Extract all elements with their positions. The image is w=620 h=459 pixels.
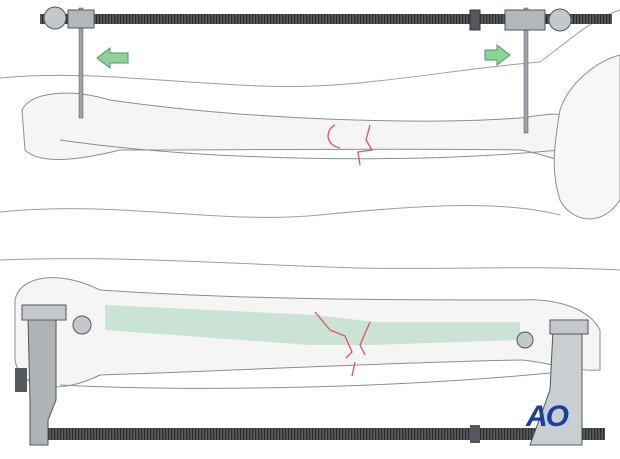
arrow-left-icon <box>96 46 129 70</box>
leg-outline-lower <box>0 258 620 271</box>
right-clamp-knob-bottom[interactable] <box>516 331 534 349</box>
right-pin-top <box>523 7 529 134</box>
fibula-bottom <box>59 371 561 389</box>
right-clamp-knob-top[interactable] <box>548 8 572 32</box>
leg-outline-bottom <box>0 205 561 218</box>
right-nut-top <box>469 9 481 31</box>
left-clamp-knob-top[interactable] <box>43 6 67 30</box>
right-clamp-top[interactable] <box>504 9 546 31</box>
right-clamp-head-bottom[interactable] <box>549 319 589 335</box>
threaded-rod-bottom <box>45 428 605 440</box>
top-panel <box>0 6 620 220</box>
left-clamp-top[interactable] <box>67 9 95 29</box>
green-overlay <box>105 305 520 345</box>
fracture-bottom <box>314 311 371 377</box>
left-pin-top <box>78 7 84 119</box>
bottom-panel <box>0 258 620 446</box>
arrow-right-icon <box>484 43 511 67</box>
left-clamp-nut-bottom <box>15 368 27 392</box>
fracture-top <box>327 124 374 166</box>
fibula-top <box>59 139 561 160</box>
threaded-rod-top <box>40 14 612 24</box>
left-clamp-head-bottom[interactable] <box>21 304 67 321</box>
left-clamp-body-bottom[interactable] <box>27 317 57 446</box>
leg-outline-top <box>0 9 620 87</box>
ao-logo: AO <box>526 400 569 433</box>
tibia-top <box>21 92 586 162</box>
foot-bones <box>553 54 620 220</box>
right-nut-bottom <box>470 425 480 443</box>
left-clamp-knob-bottom[interactable] <box>72 315 92 335</box>
